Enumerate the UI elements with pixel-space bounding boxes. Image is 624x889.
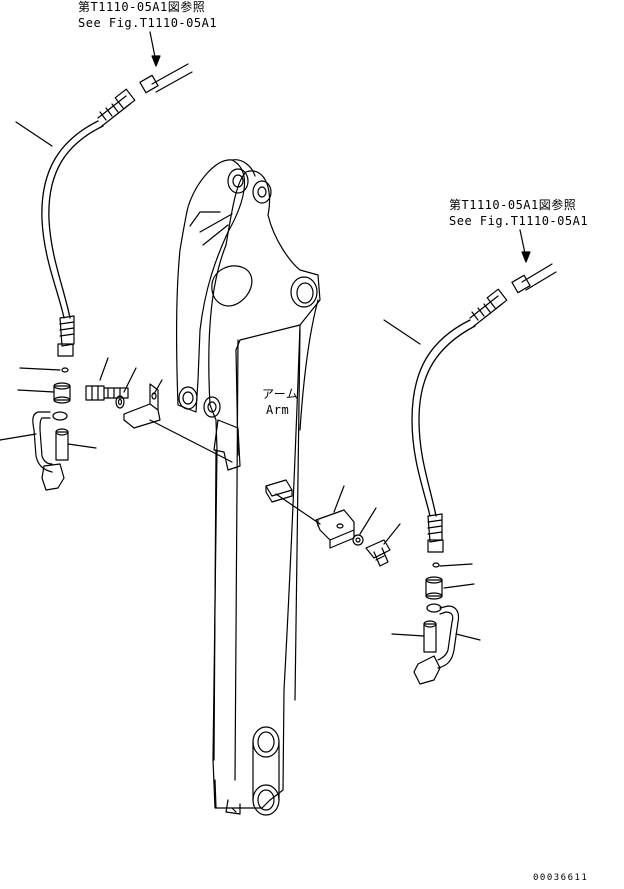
right-hose-assembly — [384, 264, 556, 684]
drawing-number: 00036611 — [533, 873, 589, 883]
reference-label-right-en: See Fig.T1110-05A1 — [449, 214, 589, 228]
reference-arrow-right — [520, 230, 530, 262]
arm-label-jp: アーム — [262, 387, 299, 401]
left-clamp-parts — [86, 358, 232, 462]
reference-arrow-upper-left — [150, 32, 160, 66]
arm-body — [177, 160, 320, 815]
arm-label-en: Arm — [266, 403, 290, 417]
reference-label-right-jp: 第T1110-05A1図参照 — [449, 198, 577, 212]
right-clamp-parts — [266, 480, 400, 566]
reference-label-upper-left-jp: 第T1110-05A1図参照 — [78, 0, 206, 14]
reference-label-upper-left-en: See Fig.T1110-05A1 — [78, 16, 218, 30]
left-hose-assembly — [0, 64, 192, 490]
